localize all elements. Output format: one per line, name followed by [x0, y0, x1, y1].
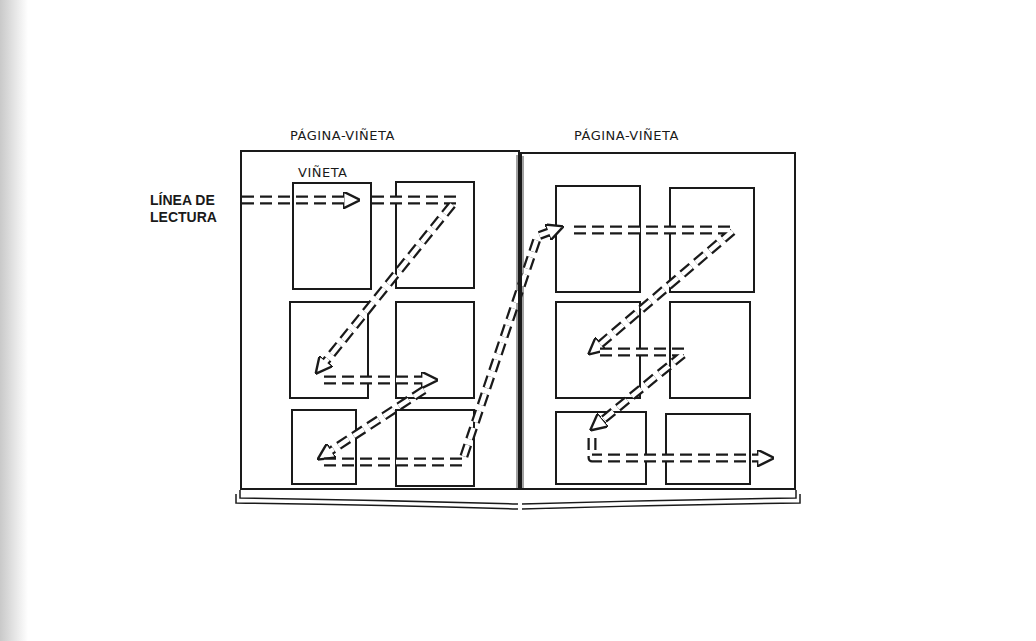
- comic-page: PÁGINA-VIÑETAVIÑETA: [240, 150, 520, 490]
- heading: PÁGINA-VIÑETA: [574, 128, 679, 143]
- heading: VIÑETA: [298, 165, 348, 180]
- heading: PÁGINA-VIÑETA: [290, 128, 395, 143]
- reading-line-label: LÍNEA DE LECTURA: [150, 192, 234, 226]
- page-shadow: [0, 0, 28, 641]
- page-stack: [236, 490, 800, 509]
- reading-line: [242, 200, 764, 462]
- panels: [290, 182, 754, 486]
- comic-page: PÁGINA-VIÑETA: [520, 152, 796, 490]
- comic-panel: VIÑETA: [292, 182, 372, 290]
